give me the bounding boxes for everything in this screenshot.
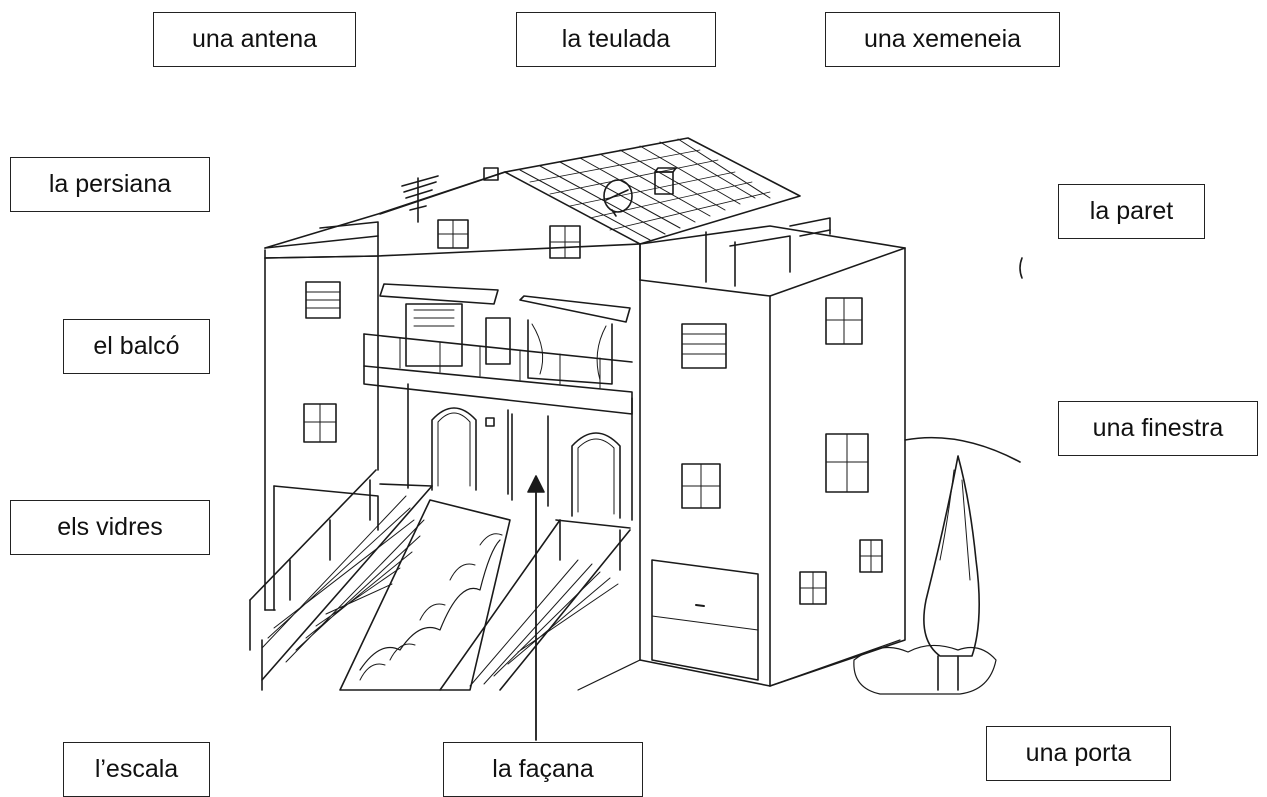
stairs-right (439, 519, 631, 691)
label-balco: el balcó (63, 319, 210, 374)
label-teulada: la teulada (516, 12, 716, 67)
label-paret: la paret (1058, 184, 1205, 239)
hill-curve (1019, 257, 1023, 279)
balcony (363, 283, 633, 415)
ground-base (577, 639, 901, 691)
front-facade (264, 243, 641, 661)
label-porta: una porta (986, 726, 1171, 781)
side-windows (681, 297, 883, 605)
doors (407, 383, 621, 519)
stairs-left (249, 469, 433, 691)
garage (273, 485, 759, 681)
label-antena: una antena (153, 12, 356, 67)
tree (853, 455, 997, 695)
label-facana: la façana (443, 742, 643, 797)
label-xemeneia: una xemeneia (825, 12, 1060, 67)
ground-line (904, 436, 1021, 463)
facade-arrow (527, 475, 545, 741)
side-wall (639, 217, 906, 687)
roof (264, 137, 801, 281)
window-left-middle (303, 403, 337, 443)
window-left-upper (305, 281, 341, 319)
label-escala: l’escala (63, 742, 210, 797)
label-vidres: els vidres (10, 500, 210, 555)
tv-antenna (401, 175, 439, 223)
chimney (483, 167, 677, 195)
label-persiana: la persiana (10, 157, 210, 212)
label-finestra: una finestra (1058, 401, 1258, 456)
satellite-dish (603, 179, 633, 217)
windows-top (437, 219, 581, 259)
hedge (339, 499, 511, 691)
